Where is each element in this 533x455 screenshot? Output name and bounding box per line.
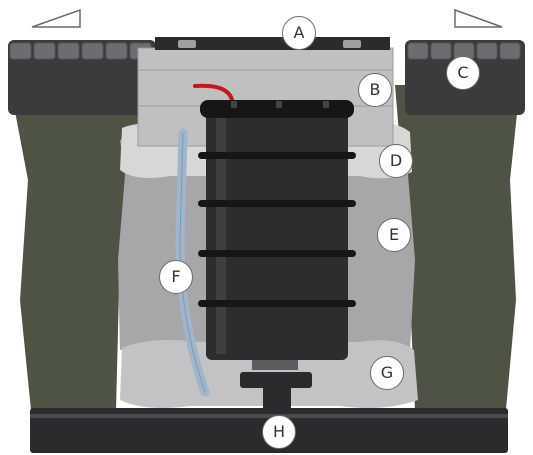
hose-edge — [179, 132, 206, 393]
tank-knob-1 — [231, 101, 237, 108]
tank-rings — [198, 152, 356, 307]
tank-rib — [198, 200, 356, 207]
paving-block — [430, 42, 452, 60]
tank-top-flange — [200, 100, 354, 118]
level-triangle-left-icon — [31, 8, 81, 28]
paving-block — [499, 42, 521, 60]
tank-rib — [198, 250, 356, 257]
tank-rib — [198, 152, 356, 159]
paving-blocks-right — [407, 42, 521, 60]
paving-block — [105, 42, 128, 60]
label-a: A — [282, 16, 316, 50]
label-c: C — [446, 56, 480, 90]
lid-bolt-right — [343, 40, 361, 48]
label-g: G — [370, 356, 404, 390]
tank-body — [206, 108, 348, 360]
main-pipe-highlight — [30, 414, 508, 418]
outlet-coupling — [240, 372, 312, 388]
level-triangle-right-icon — [454, 8, 503, 28]
paving-block — [9, 42, 32, 60]
label-d: D — [379, 144, 413, 178]
tank-knob-2 — [276, 101, 282, 108]
outlet-riser-pipe — [263, 386, 291, 412]
lid-bolt-left — [178, 40, 196, 48]
red-cable — [193, 83, 234, 102]
paving-block — [33, 42, 56, 60]
paving-blocks-left — [9, 42, 152, 60]
label-b: B — [358, 73, 392, 107]
label-f: F — [159, 260, 193, 294]
paving-block — [57, 42, 80, 60]
manhole-lid — [155, 37, 390, 50]
paving-block — [407, 42, 429, 60]
paving-block — [476, 42, 498, 60]
tank-rib — [198, 300, 356, 307]
paving-block — [81, 42, 104, 60]
tank-knob-3 — [323, 101, 329, 108]
label-h: H — [262, 415, 296, 449]
tank-highlight — [216, 118, 226, 354]
soil-right — [395, 85, 520, 420]
tank-outlet-stub — [252, 360, 298, 370]
label-e: E — [377, 218, 411, 252]
